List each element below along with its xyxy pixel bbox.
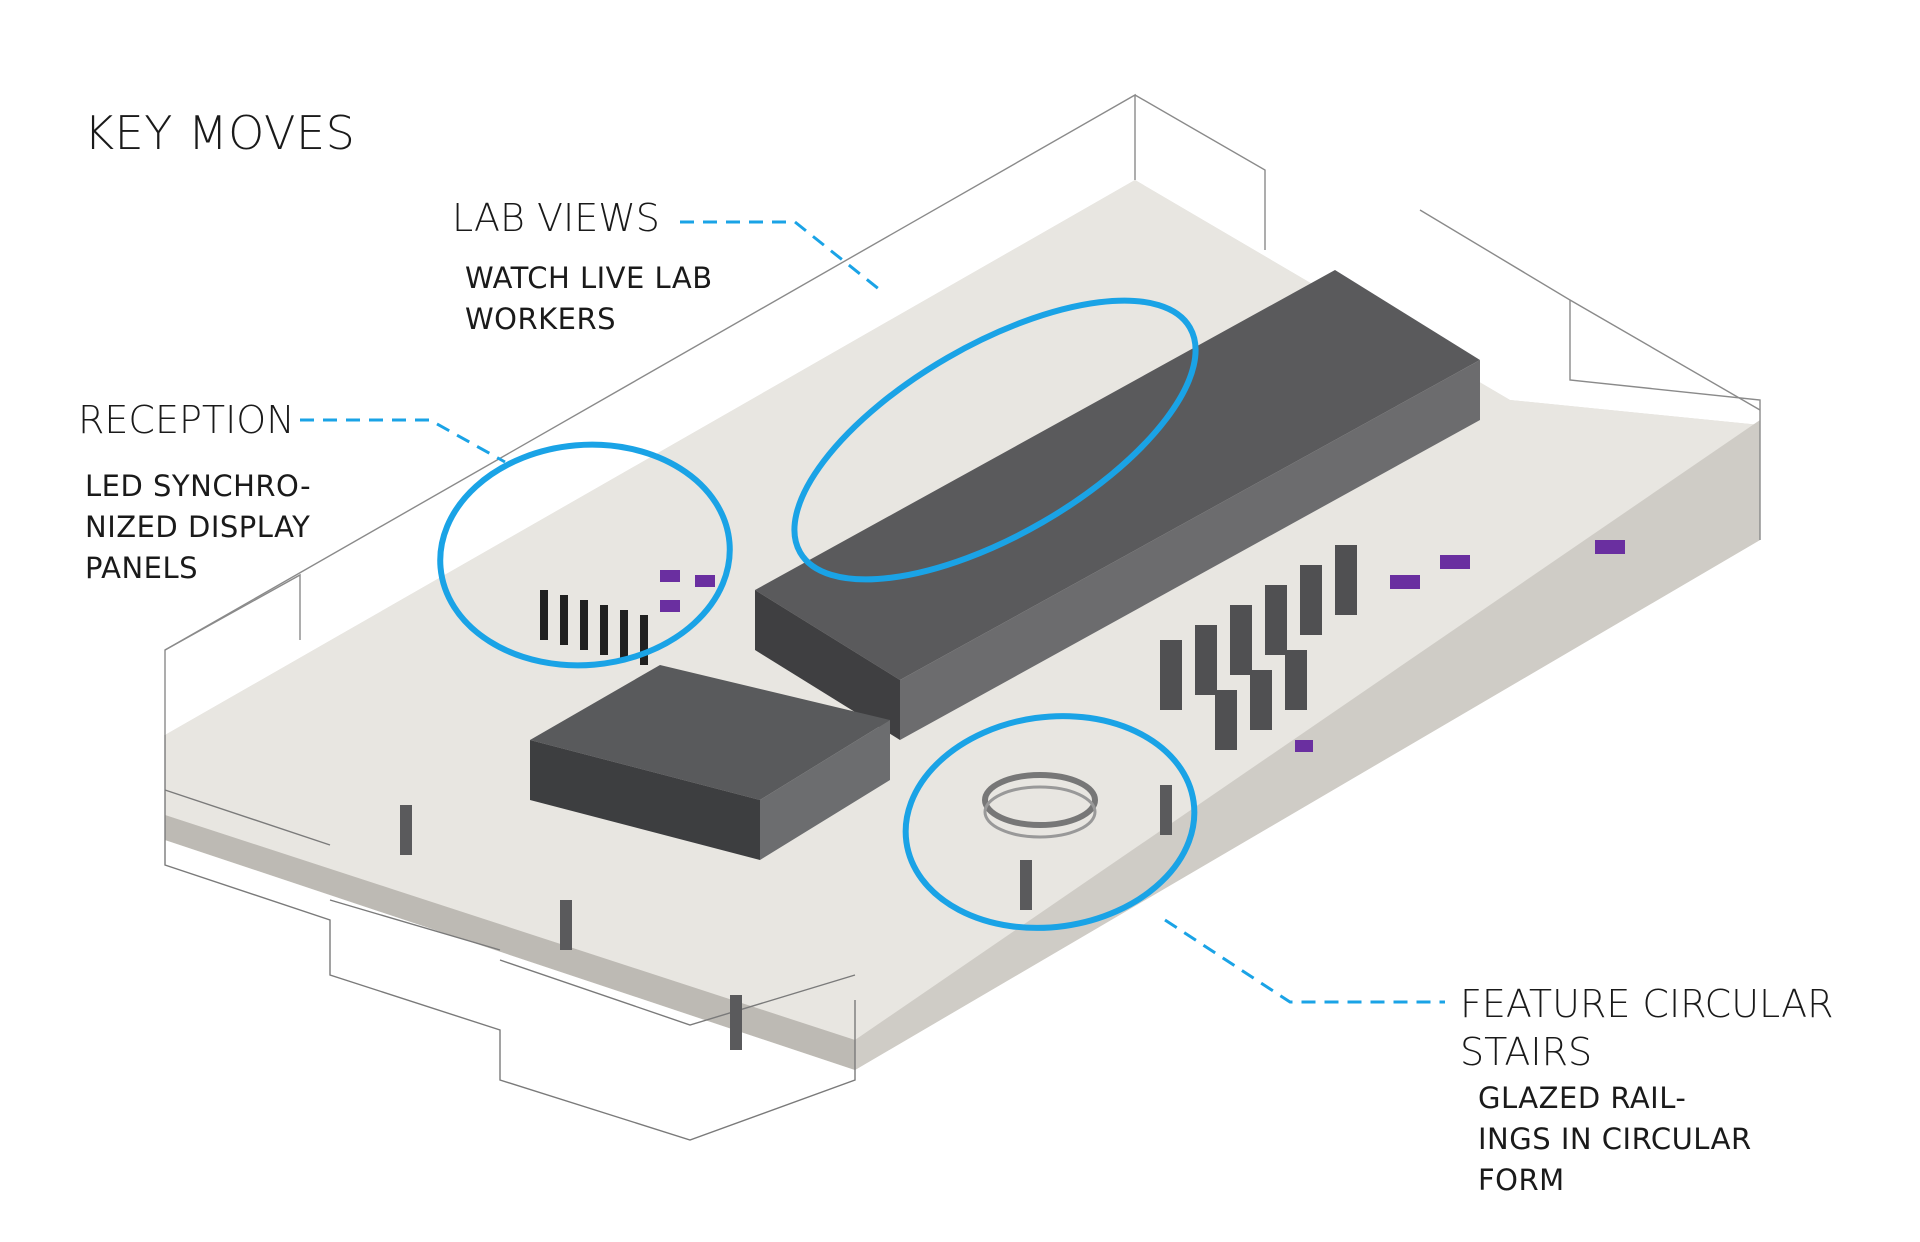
lab-views-ring <box>791 297 1199 583</box>
lab-views-line-1: WATCH LIVE LAB <box>465 261 713 295</box>
stairs-line-1: GLAZED RAIL- <box>1478 1081 1687 1115</box>
room-block <box>530 665 890 860</box>
reception-description: LED SYNCHRO- NIZED DISPLAY PANELS <box>85 466 311 589</box>
stairs-line-3: FORM <box>1478 1163 1565 1197</box>
lab-views-description: WATCH LIVE LAB WORKERS <box>465 258 713 340</box>
stairs-ring <box>902 713 1198 931</box>
stairs-heading: FEATURE CIRCULAR STAIRS <box>1460 980 1833 1076</box>
reception-ring <box>437 441 733 669</box>
reception-leader <box>300 418 506 464</box>
server-racks <box>1160 545 1357 750</box>
glazing-front <box>164 735 856 1141</box>
stairs-leader <box>1164 918 1445 1004</box>
circular-stair <box>982 772 1098 839</box>
stairs-heading-line-2: STAIRS <box>1460 1030 1593 1074</box>
lab-views-leader <box>680 220 881 292</box>
stairs-description: GLAZED RAIL- INGS IN CIRCULAR FORM <box>1478 1078 1752 1201</box>
lab-views-heading: LAB VIEWS <box>452 196 660 240</box>
lab-views-line-2: WORKERS <box>465 302 617 336</box>
stairs-line-2: INGS IN CIRCULAR <box>1478 1122 1752 1156</box>
leader-lines <box>300 220 1445 1004</box>
led-display-panels <box>540 590 648 665</box>
stairs-heading-line-1: FEATURE CIRCULAR <box>1460 982 1834 1026</box>
glazing-right <box>1419 209 1761 540</box>
page-title: KEY MOVES <box>84 106 356 160</box>
reception-line-3: PANELS <box>85 551 199 585</box>
reception-line-2: NIZED DISPLAY <box>85 510 311 544</box>
lounge-furniture <box>660 540 1625 752</box>
lab-block <box>755 270 1480 740</box>
highlight-rings <box>437 297 1199 931</box>
reception-heading: RECEPTION <box>78 398 295 442</box>
glazing-back <box>164 93 1266 735</box>
columns <box>400 785 1172 1050</box>
reception-line-1: LED SYNCHRO- <box>85 469 312 503</box>
